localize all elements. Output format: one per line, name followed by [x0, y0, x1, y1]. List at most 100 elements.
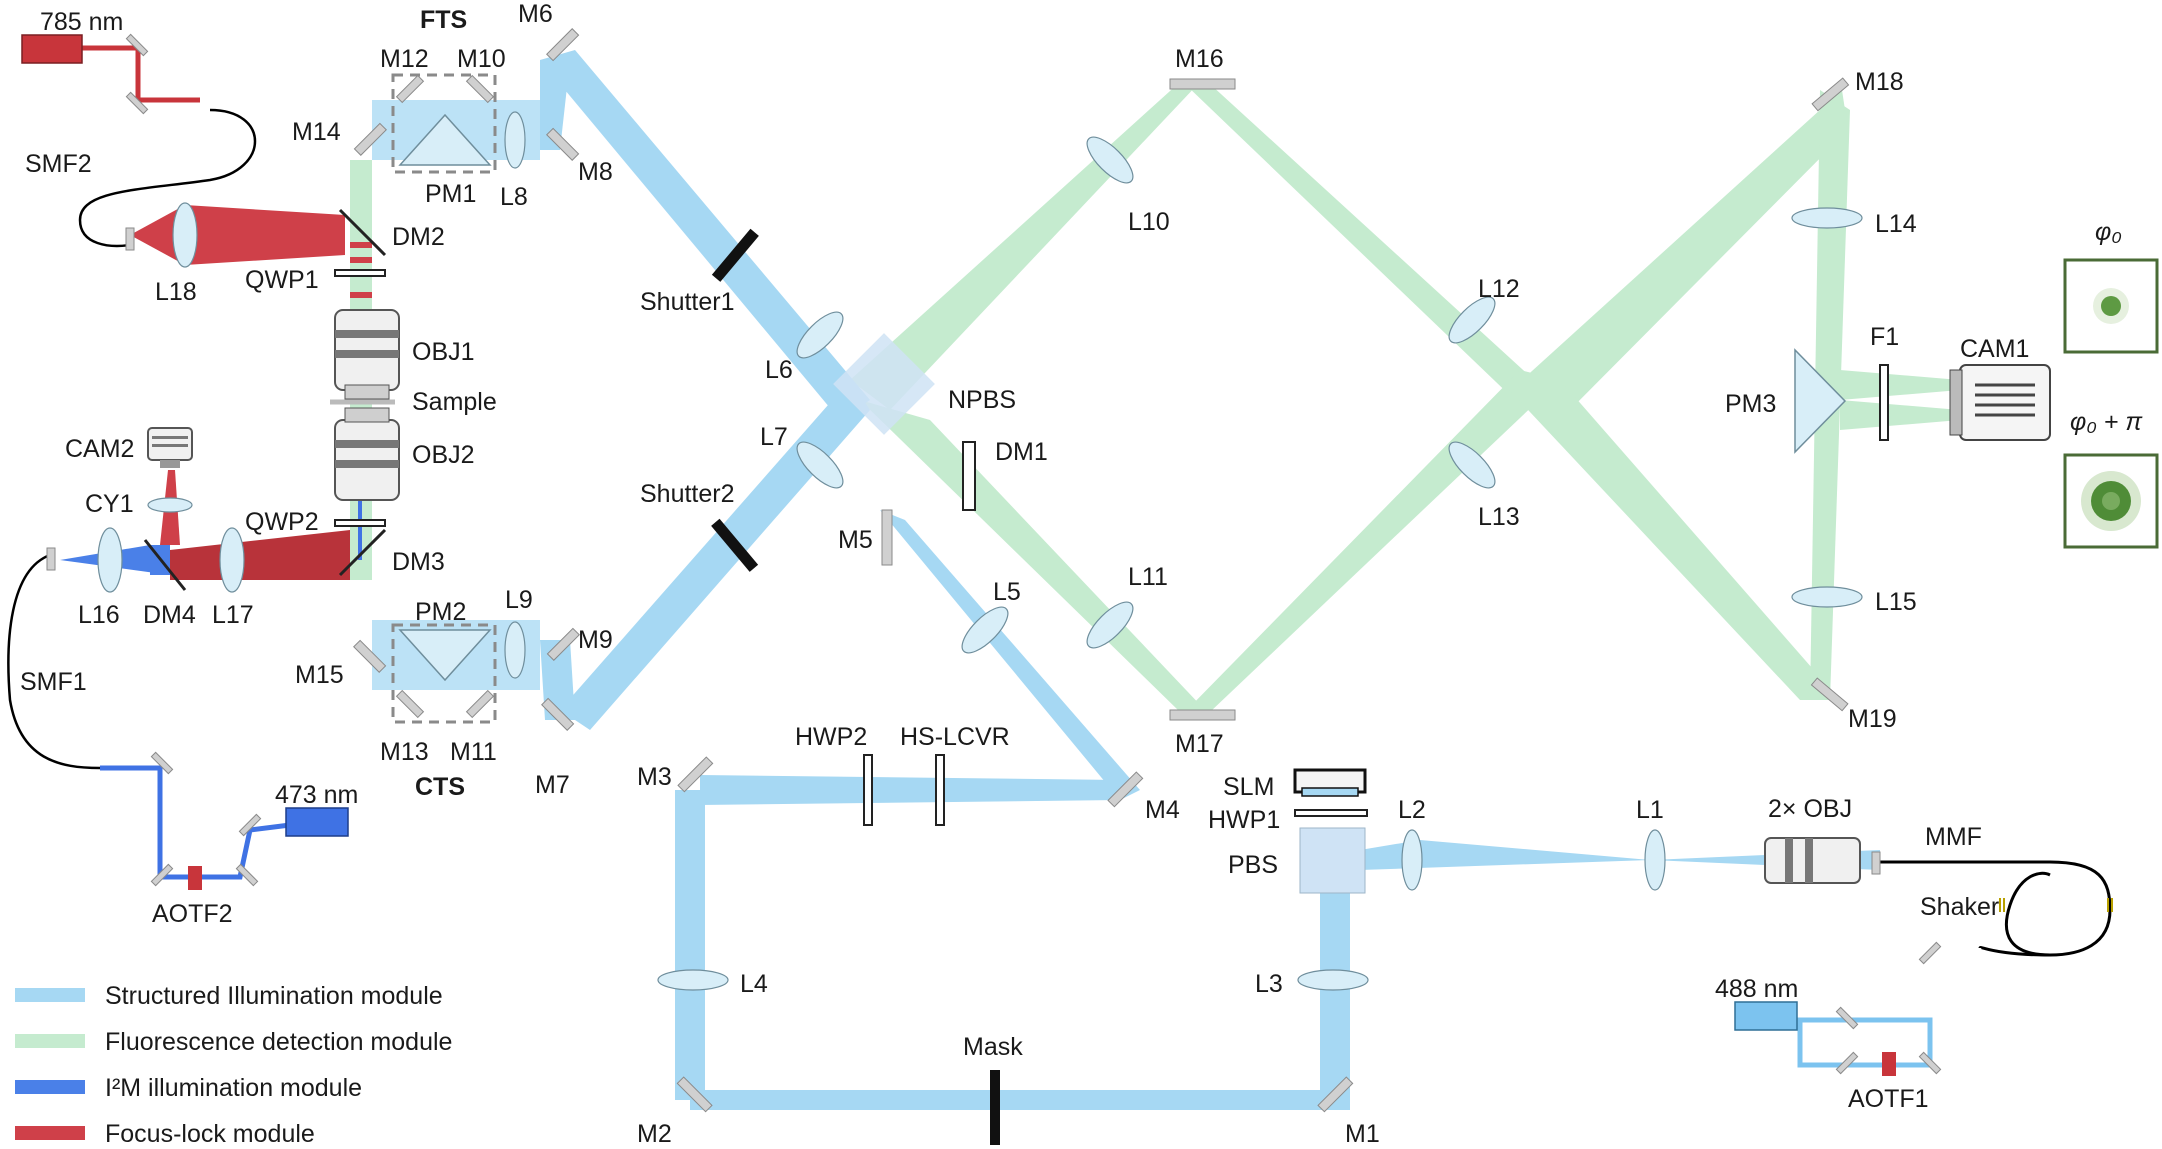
m17-mirror	[1169, 709, 1236, 721]
label-sample: Sample	[412, 388, 497, 416]
legend-label-fluorescence: Fluorescence detection module	[105, 1028, 452, 1056]
hs-lcvr-plate	[935, 754, 945, 826]
cam1-camera	[1949, 364, 2051, 441]
si-beam-m5-m4	[880, 510, 1140, 800]
label-m9: M9	[578, 626, 613, 654]
label-m15: M15	[295, 661, 344, 689]
label-phase-pi: φ₀ + π	[2070, 408, 2143, 436]
inset-phase0	[2063, 258, 2159, 354]
l2-lens	[1401, 829, 1423, 891]
fiber-mmf-out	[1978, 945, 2051, 957]
m2-mirror	[676, 1076, 713, 1113]
small-mirror-473-a	[150, 751, 174, 775]
label-hwp1: HWP1	[1208, 806, 1280, 834]
legend-swatch-i2m	[15, 1080, 85, 1094]
label-m19: M19	[1848, 705, 1897, 733]
green-beam-m16-x	[1185, 84, 1545, 405]
m11-mirror	[465, 689, 495, 719]
m16-mirror	[1169, 78, 1236, 90]
label-pm1: PM1	[425, 180, 476, 208]
fiber-smf2	[78, 108, 257, 248]
label-cy1: CY1	[85, 490, 134, 518]
label-smf1: SMF1	[20, 668, 87, 696]
label-473: 473 nm	[275, 781, 358, 809]
focus-beam-dm3	[170, 530, 350, 580]
label-m17: M17	[1175, 730, 1224, 758]
m3-mirror	[677, 756, 714, 793]
fiber-end-mmf	[1871, 851, 1881, 875]
label-l3: L3	[1255, 970, 1283, 998]
l10-lens	[1086, 136, 1134, 184]
si-beam-488	[1797, 1017, 1933, 1068]
label-dm2: DM2	[392, 223, 445, 251]
label-l12: L12	[1478, 275, 1520, 303]
label-obj2: OBJ2	[412, 441, 475, 469]
shaker-marks	[1999, 898, 2113, 912]
label-aotf2: AOTF2	[152, 900, 233, 928]
cts-box	[391, 623, 497, 724]
l4-lens	[657, 969, 729, 991]
m10-mirror	[465, 74, 495, 104]
l5-lens	[961, 606, 1009, 654]
obj2-objective	[334, 407, 400, 501]
label-aotf1: AOTF1	[1848, 1085, 1929, 1113]
small-mirror-488-c	[1918, 1051, 1942, 1075]
m15-mirror	[353, 639, 387, 673]
small-mirror-785-a	[125, 33, 149, 57]
l15-lens	[1791, 586, 1863, 608]
label-l9: L9	[505, 586, 533, 614]
laser-473-box	[285, 807, 349, 837]
l1-lens	[1644, 829, 1666, 891]
label-qwp2: QWP2	[245, 508, 319, 536]
label-l11: L11	[1128, 563, 1168, 591]
qwp1-plate	[334, 269, 386, 277]
shutters	[711, 228, 1000, 1145]
label-l10: L10	[1128, 208, 1170, 236]
plates	[143, 208, 1889, 826]
m5-mirror	[881, 509, 893, 566]
f1-filter	[1879, 364, 1889, 441]
label-l6: L6	[765, 356, 793, 384]
m9-mirror	[546, 627, 580, 661]
structured-beams	[372, 50, 1933, 1110]
label-l17: L17	[212, 601, 254, 629]
m1-mirror	[1317, 1076, 1354, 1113]
si-beam-m6-npbs	[540, 50, 870, 420]
label-l7: L7	[760, 423, 788, 451]
label-cam2: CAM2	[65, 435, 134, 463]
legend-label-i2m: I²M illumination module	[105, 1074, 362, 1102]
mask-bar	[990, 1070, 1000, 1145]
label-mask: Mask	[963, 1033, 1023, 1061]
label-m1: M1	[1345, 1120, 1380, 1148]
fiber-end-smf2	[125, 227, 135, 251]
green-beam-x-m19	[1500, 380, 1840, 700]
laser-488-box	[1734, 1001, 1798, 1031]
label-shaker: Shaker	[1920, 893, 1999, 921]
label-l15: L15	[1875, 588, 1917, 616]
label-m3: M3	[637, 763, 672, 791]
small-mirror-473-b	[150, 863, 174, 887]
small-mirror-473-c	[235, 863, 259, 887]
label-qwp1: QWP1	[245, 266, 319, 294]
cam2-camera	[147, 427, 193, 468]
si-beam-pbs-l1	[1360, 840, 1650, 870]
hwp2-plate	[863, 754, 873, 826]
focus-beam-fiber-l18	[130, 205, 185, 265]
si-beam-m3-m4	[700, 775, 1120, 805]
l13-lens	[1448, 441, 1496, 489]
m6-mirror	[546, 28, 580, 62]
fiber-mmf	[1880, 860, 2112, 957]
m12-mirror	[395, 74, 425, 104]
label-obj1: OBJ1	[412, 338, 475, 366]
legend-label-structured: Structured Illumination module	[105, 982, 443, 1010]
fts-box	[391, 73, 497, 174]
label-m11: M11	[450, 738, 497, 766]
label-hwp2: HWP2	[795, 723, 867, 751]
label-m16: M16	[1175, 45, 1224, 73]
label-l16: L16	[78, 601, 120, 629]
small-mirror-473-d	[238, 813, 262, 837]
l14-lens	[1791, 207, 1863, 229]
label-dm3: DM3	[392, 548, 445, 576]
si-beam-m3-m2	[675, 790, 705, 1100]
dm1-plate	[962, 441, 976, 511]
